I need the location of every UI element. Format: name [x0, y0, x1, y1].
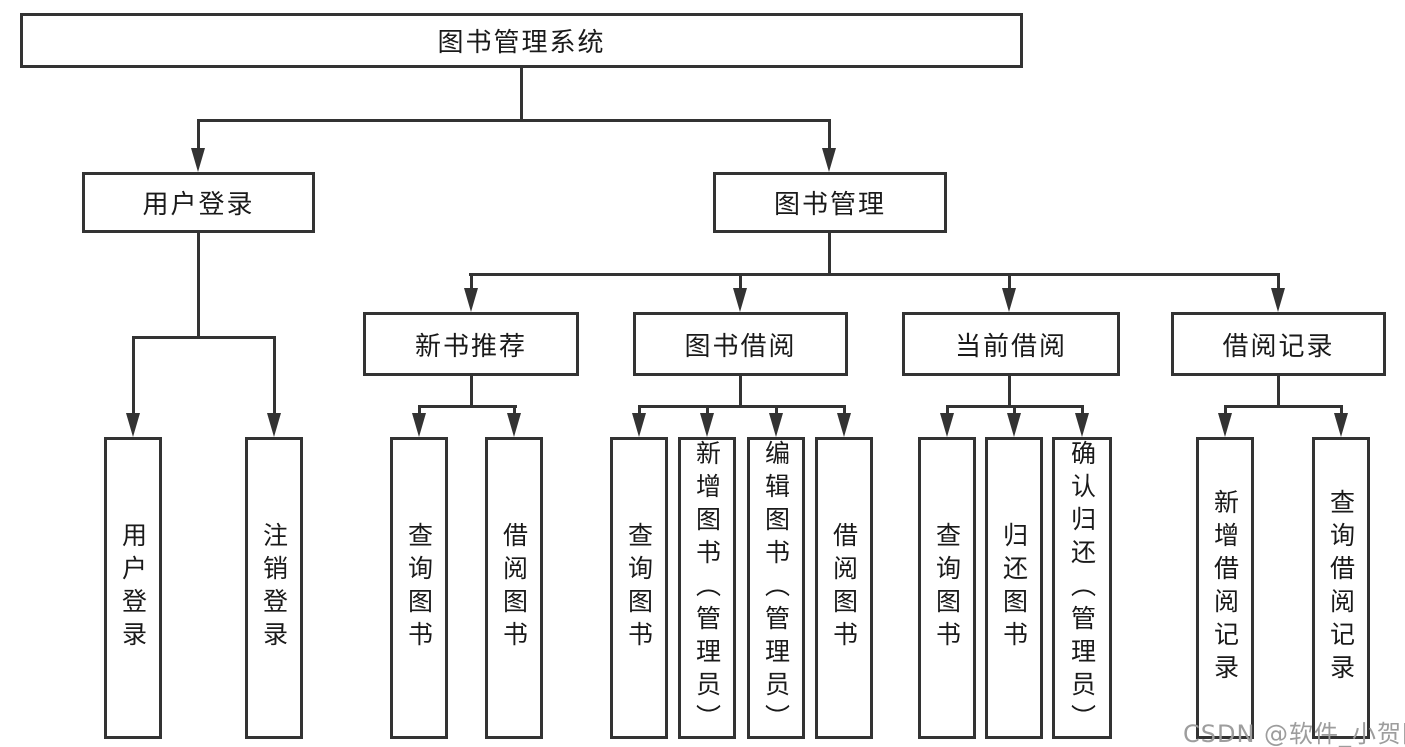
node-borrow-records: 借阅记录: [1171, 312, 1386, 376]
arrow-down-icon: [1007, 413, 1021, 437]
arrow-down-icon: [769, 413, 783, 437]
connector-vline: [1008, 273, 1011, 290]
arrow-down-icon: [733, 288, 747, 312]
node-current-borrow: 当前借阅: [902, 312, 1120, 376]
connector-vline: [739, 273, 742, 290]
connector-vline: [843, 405, 846, 415]
connector-vline: [828, 119, 831, 150]
leaf-records-query-record: 查询借阅记录: [1312, 437, 1370, 739]
connector-hline: [1224, 405, 1343, 408]
connector-vline: [706, 405, 709, 415]
node-new-book-recommend: 新书推荐: [363, 312, 579, 376]
leaf-borrow-add-book-admin: 新增图书（管理员）: [678, 437, 736, 739]
connector-hline: [418, 405, 517, 408]
leaf-current-confirm-return-admin: 确认归还（管理员）: [1052, 437, 1112, 739]
arrow-down-icon: [632, 413, 646, 437]
connector-vline: [520, 68, 523, 122]
leaf-user-login: 用户登录: [104, 437, 162, 739]
connector-hline: [197, 119, 831, 122]
arrow-down-icon: [1271, 288, 1285, 312]
arrow-down-icon: [464, 288, 478, 312]
connector-hline: [638, 405, 846, 408]
watermark: CSDN @软件_小贺同学: [1183, 720, 1405, 747]
connector-vline: [1008, 376, 1011, 408]
connector-hline: [132, 336, 276, 339]
connector-vline: [1340, 405, 1343, 415]
connector-vline: [273, 336, 276, 415]
leaf-records-add-record: 新增借阅记录: [1196, 437, 1254, 739]
arrow-down-icon: [700, 413, 714, 437]
connector-vline: [470, 273, 473, 290]
node-book-borrow: 图书借阅: [633, 312, 848, 376]
connector-vline: [132, 336, 135, 415]
connector-vline: [470, 376, 473, 408]
leaf-current-query-book: 查询图书: [918, 437, 976, 739]
connector-vline: [197, 233, 200, 339]
leaf-current-return-book: 归还图书: [985, 437, 1043, 739]
arrow-down-icon: [1075, 413, 1089, 437]
arrow-down-icon: [837, 413, 851, 437]
arrow-down-icon: [507, 413, 521, 437]
connector-vline: [828, 233, 831, 276]
arrow-down-icon: [267, 413, 281, 437]
connector-vline: [739, 376, 742, 408]
arrow-down-icon: [1002, 288, 1016, 312]
leaf-recommend-query-book: 查询图书: [390, 437, 448, 739]
connector-vline: [1013, 405, 1016, 415]
leaf-borrow-edit-book-admin: 编辑图书（管理员）: [747, 437, 805, 739]
connector-vline: [1277, 376, 1280, 408]
connector-vline: [1277, 273, 1280, 290]
leaf-borrow-borrow-book: 借阅图书: [815, 437, 873, 739]
arrow-down-icon: [940, 413, 954, 437]
leaf-recommend-borrow-book: 借阅图书: [485, 437, 543, 739]
connector-vline: [1081, 405, 1084, 415]
connector-hline: [469, 273, 1280, 276]
connector-vline: [1224, 405, 1227, 415]
connector-vline: [197, 119, 200, 150]
arrow-down-icon: [191, 148, 205, 172]
arrow-down-icon: [1334, 413, 1348, 437]
connector-vline: [775, 405, 778, 415]
node-root: 图书管理系统: [20, 13, 1023, 68]
node-book-management: 图书管理: [713, 172, 947, 233]
connector-vline: [638, 405, 641, 415]
connector-vline: [946, 405, 949, 415]
leaf-borrow-query-book: 查询图书: [610, 437, 668, 739]
node-user-login: 用户登录: [82, 172, 315, 233]
connector-vline: [513, 405, 516, 415]
leaf-logout-login: 注销登录: [245, 437, 303, 739]
arrow-down-icon: [822, 148, 836, 172]
arrow-down-icon: [412, 413, 426, 437]
arrow-down-icon: [1218, 413, 1232, 437]
connector-vline: [418, 405, 421, 415]
arrow-down-icon: [126, 413, 140, 437]
